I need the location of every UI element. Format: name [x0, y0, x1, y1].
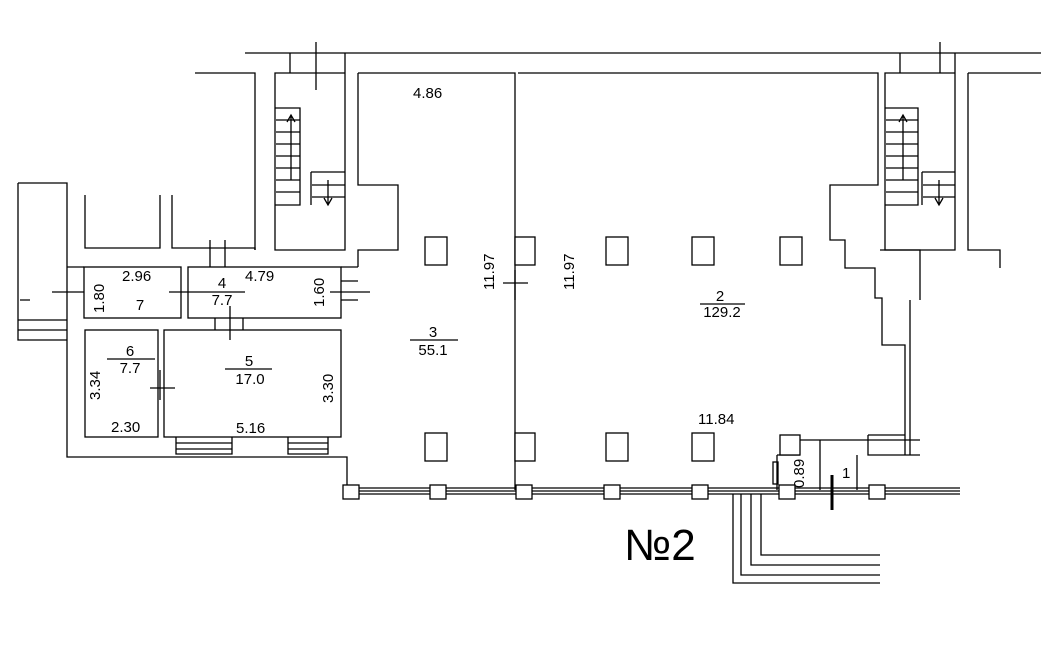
room-3-number: 3: [429, 324, 437, 341]
dimension-labels: 4.86 11.97 11.97 11.84 2.96 1.80 4.79 1.…: [87, 85, 808, 488]
columns: [342, 236, 886, 500]
room-1-number: 1: [842, 465, 850, 482]
dim-room5-width: 5.16: [236, 420, 265, 437]
room-2-area: 129.2: [703, 304, 741, 321]
dim-room2-length: 11.97: [561, 254, 578, 290]
room-6-area: 7.7: [120, 360, 141, 377]
dim-room3-width: 4.86: [413, 85, 442, 102]
dim-room4-depth: 1.60: [311, 278, 328, 307]
room-2-number: 2: [716, 288, 724, 305]
room-labels: 1 2 129.2 3 55.1 4 7.7 5 17.0 6 7.7 7: [107, 275, 850, 482]
room-5-area: 17.0: [235, 371, 264, 388]
dim-room7-width: 2.96: [122, 268, 151, 285]
dim-room2-width: 11.84: [698, 411, 734, 428]
room-3-area: 55.1: [418, 342, 447, 359]
dim-room3-length: 11.97: [481, 254, 498, 290]
dim-room6-depth: 3.34: [87, 371, 104, 400]
room-7-number: 7: [136, 297, 144, 314]
room-5-number: 5: [245, 353, 253, 370]
dim-room4-width: 4.79: [245, 268, 274, 285]
dim-room5-depth: 3.30: [320, 374, 337, 403]
dim-room7-depth: 1.80: [91, 284, 108, 313]
dim-room6-width: 2.30: [111, 419, 140, 436]
room-4-number: 4: [218, 275, 226, 292]
walls: [17, 42, 1041, 584]
dim-room1-depth: 0.89: [791, 459, 808, 488]
room-4-area: 7.7: [212, 292, 233, 309]
room-6-number: 6: [126, 343, 134, 360]
plan-label: №2: [624, 521, 696, 570]
